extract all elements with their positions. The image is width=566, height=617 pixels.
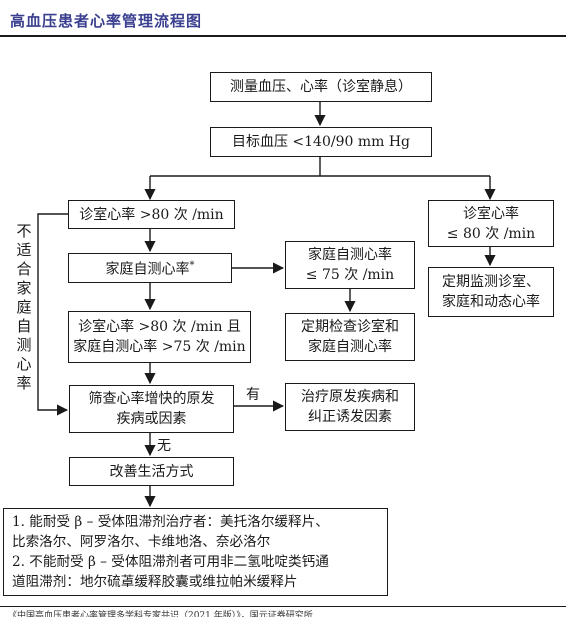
target-text: 目标血压 <140/90 mm Hg (231, 134, 411, 150)
clinic-high-text: 诊室心率 >80 次 /min (79, 206, 224, 223)
side-bypass-line (37, 213, 69, 416)
both-high-line2: 家庭自测心率 >75 次 /min (73, 339, 246, 355)
clinic-low-node: 诊室心率 ≤ 80 次 /min (428, 200, 554, 247)
regular-all-line1: 定期监测诊室、 (442, 274, 540, 290)
final-line2: 比索洛尔、阿罗洛尔、卡维地洛、奈必洛尔 (12, 534, 271, 550)
lifestyle-node: 改善生活方式 (69, 457, 234, 486)
regular-all-node: 定期监测诊室、 家庭和动态心率 (428, 267, 554, 317)
screen-node: 筛查心率增快的原发 疾病或因素 (69, 385, 234, 433)
home-low-line2: ≤ 75 次 /min (305, 267, 395, 283)
no-label: 无 (157, 438, 171, 454)
clinic-low-line2: ≤ 80 次 /min (446, 225, 536, 242)
lifestyle-text: 改善生活方式 (109, 463, 194, 480)
home-low-line1: 家庭自测心率 (308, 247, 392, 263)
target-node: 目标血压 <140/90 mm Hg (210, 127, 432, 157)
header-divider (0, 35, 566, 37)
home-monitor-text: 家庭自测心率* (106, 256, 195, 280)
regular-check-line1: 定期检查诊室和 (301, 319, 399, 335)
both-high-line1: 诊室心率 >80 次 /min 且 (78, 319, 241, 335)
home-monitor-node: 家庭自测心率* (68, 253, 232, 283)
source-note: 《中国高血压患者心率管理多学科专家共识（2021 年版）》，国元证券研究所 (8, 611, 313, 617)
final-line4: 道阻滞剂：地尔硫䓬缓释胶囊或维拉帕米缓释片 (12, 574, 298, 590)
treat-line1: 治疗原发疾病和 (301, 389, 399, 405)
screen-line2: 疾病或因素 (116, 411, 187, 427)
side-label-unsuitable-home: 不适合家庭自测心率 (16, 222, 32, 392)
home-monitor-label: 家庭自测心率 (105, 261, 190, 278)
measure-node: 测量血压、心率（诊室静息） (210, 72, 432, 102)
final-line3: 2. 不能耐受 β – 受体阻滞剂者可用非二氢吡啶类钙通 (12, 554, 329, 570)
home-low-node: 家庭自测心率 ≤ 75 次 /min (285, 241, 415, 289)
diagram-title: 高血压患者心率管理流程图 (10, 12, 203, 30)
clinic-high-node: 诊室心率 >80 次 /min (68, 200, 235, 229)
treat-node: 治疗原发疾病和 纠正诱发因素 (285, 383, 415, 431)
treatment-recommendation-node: 1. 能耐受 β – 受体阻滞剂治疗者：美托洛尔缓释片、 比索洛尔、阿罗洛尔、卡… (3, 508, 388, 596)
treat-line2: 纠正诱发因素 (308, 409, 392, 425)
footer-divider (0, 606, 566, 607)
measure-text: 测量血压、心率（诊室静息） (230, 79, 412, 95)
home-monitor-mark: * (189, 260, 195, 272)
yes-label: 有 (246, 387, 260, 403)
clinic-low-line1: 诊室心率 (463, 205, 519, 222)
final-line1: 1. 能耐受 β – 受体阻滞剂治疗者：美托洛尔缓释片、 (12, 514, 329, 530)
screen-line1: 筛查心率增快的原发 (88, 391, 215, 407)
regular-check-node: 定期检查诊室和 家庭自测心率 (285, 313, 415, 361)
both-high-node: 诊室心率 >80 次 /min 且 家庭自测心率 >75 次 /min (68, 311, 251, 363)
regular-check-line2: 家庭自测心率 (308, 339, 392, 355)
regular-all-line2: 家庭和动态心率 (442, 294, 540, 310)
